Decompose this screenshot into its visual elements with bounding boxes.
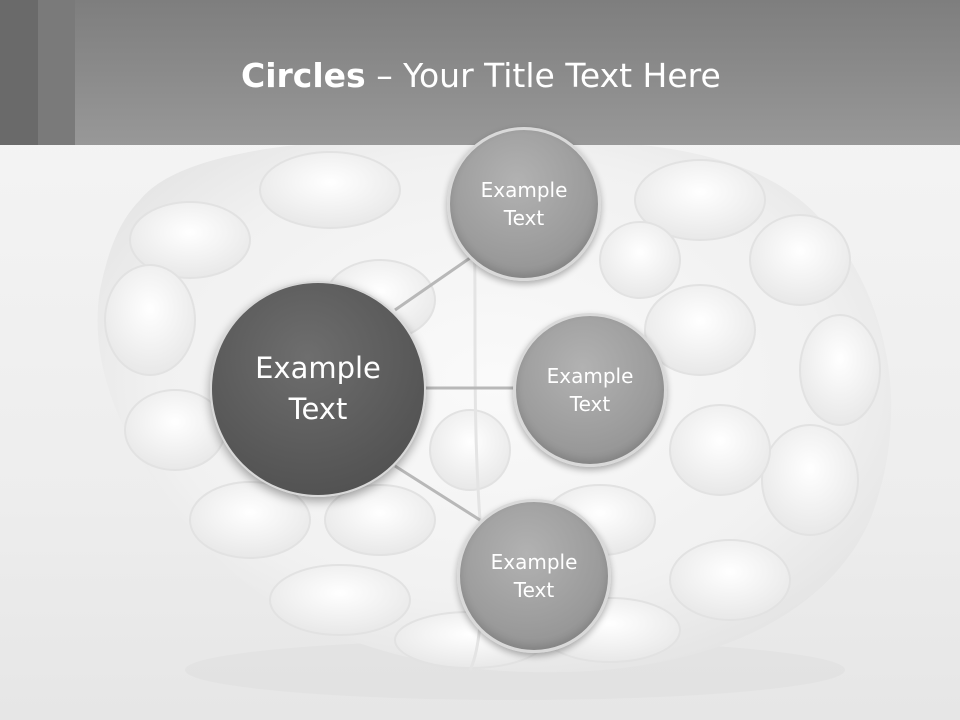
satellite-circle-2[interactable]: Example Text [513,313,667,467]
slide-title-rest: – Your Title Text Here [365,56,721,95]
satellite-circle-3-label: Example Text [490,550,578,602]
satellite-circle-2-label: Example Text [546,364,634,416]
title-bar-accent-strip-light [38,0,75,145]
hub-circle[interactable]: Example Text [210,281,426,497]
slide-title-bold: Circles [241,56,366,95]
slide-title[interactable]: Circles – Your Title Text Here [241,52,721,100]
title-bar [0,0,960,145]
title-bar-accent-strip [0,0,38,145]
satellite-circle-3[interactable]: Example Text [457,499,611,653]
hub-circle-label: Example Text [255,351,381,426]
satellite-circle-1[interactable]: Example Text [447,127,601,281]
connector-line-1 [394,256,471,312]
satellite-circle-1-label: Example Text [480,178,568,230]
connector-line-3 [394,464,481,522]
